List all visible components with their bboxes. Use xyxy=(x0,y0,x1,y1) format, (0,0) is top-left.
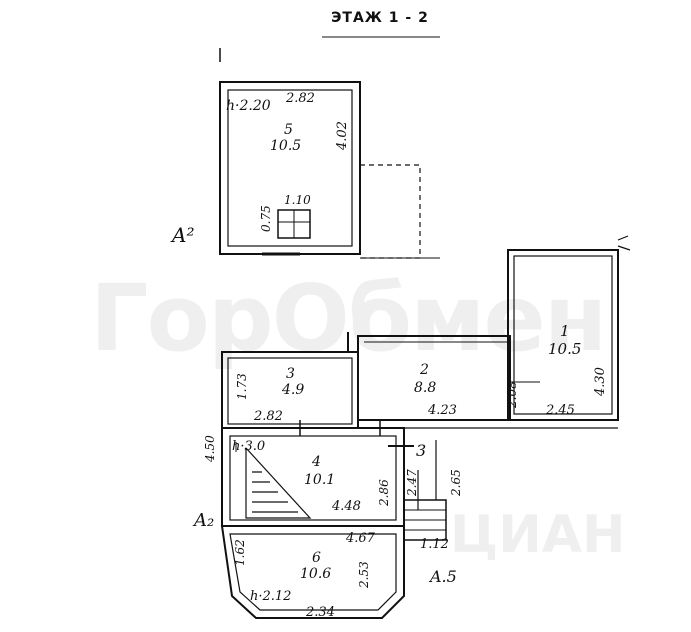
room-4-dim-a: 2.86 xyxy=(377,479,391,507)
room-5-dim-side: 4.02 xyxy=(335,121,350,151)
room-3-dim-side: 1.73 xyxy=(235,373,249,400)
room-1-dim-a: 2.08 xyxy=(505,381,519,409)
room-1-number: 1 xyxy=(560,322,570,340)
room-6-area: 10.6 xyxy=(300,566,331,582)
room-3-number: 3 xyxy=(286,366,295,382)
room-5-window-h: 0.75 xyxy=(259,205,273,232)
room-3-dim-w: 2.82 xyxy=(253,409,283,424)
room-6-height: h·2.12 xyxy=(250,589,291,604)
room-6-dim-top: 4.67 xyxy=(345,531,376,546)
room-6-dim-side: 1.62 xyxy=(233,539,247,566)
room-2-number: 2 xyxy=(419,362,429,378)
room-4-dim-b: 4.48 xyxy=(331,499,361,514)
room-5-number: 5 xyxy=(284,122,293,138)
page-title: ЭТАЖ 1 - 2 xyxy=(331,10,429,26)
label-3-marker: 3 xyxy=(416,441,426,460)
room-4-dim-d: 2.65 xyxy=(449,469,463,497)
watermark-brand: ГорОбмен xyxy=(90,265,607,372)
staircase-icon xyxy=(245,447,312,519)
label-112: 1.12 xyxy=(420,537,449,552)
room-6-dim-a: 2.53 xyxy=(357,561,371,589)
room-2-area: 8.8 xyxy=(414,380,436,396)
room-2-dim-w: 4.23 xyxy=(427,403,457,418)
room-1-area: 10.5 xyxy=(548,340,581,358)
watermark-suffix: ЦИАН xyxy=(450,505,626,565)
room-6-dim-b: 2.34 xyxy=(305,605,335,620)
room-5-area: 10.5 xyxy=(270,138,301,154)
room-5-dim-top: 2.82 xyxy=(285,91,315,106)
room-4-dim-c: 2.47 xyxy=(405,469,419,497)
room-1-dim-b: 2.45 xyxy=(545,403,575,418)
room-3-area: 4.9 xyxy=(281,382,304,398)
room-6-number: 6 xyxy=(312,550,321,566)
room-4-height-label: h·3.0 xyxy=(232,439,265,454)
label-450: 4.50 xyxy=(203,435,217,463)
room-5-window-w: 1.10 xyxy=(284,193,311,207)
room-5-height: h·2.20 xyxy=(226,98,271,114)
label-a2-lower: A₂ xyxy=(192,510,214,531)
room-4-number: 4 xyxy=(311,454,321,470)
room-4-area: 10.1 xyxy=(304,472,335,488)
label-a5: A.5 xyxy=(428,567,457,586)
label-a2-upper: A² xyxy=(170,223,194,247)
room-1-dim-side: 4.30 xyxy=(593,367,608,397)
room-6-outline xyxy=(220,525,405,619)
